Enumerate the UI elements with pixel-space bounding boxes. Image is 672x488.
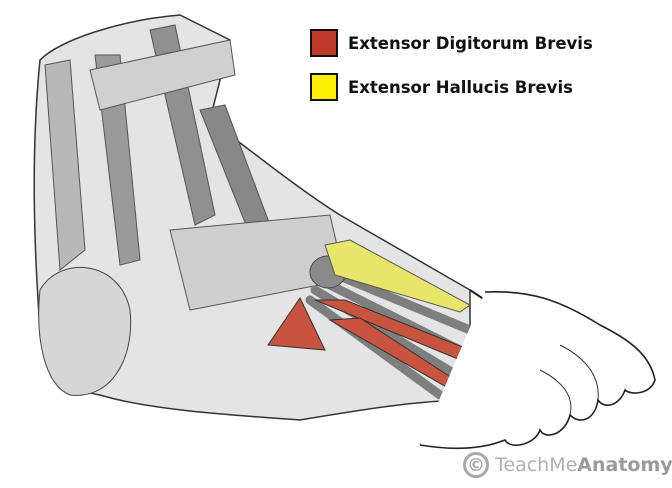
- copyright-icon: ©: [463, 452, 489, 478]
- toe-line: [539, 369, 572, 416]
- tendon: [305, 295, 445, 400]
- heel: [38, 267, 132, 396]
- foot-outline: [419, 290, 656, 450]
- legend-label: Extensor Digitorum Brevis: [348, 33, 593, 53]
- tendon: [320, 265, 475, 335]
- retinaculum: [89, 39, 236, 111]
- toe-line: [559, 344, 599, 401]
- achilles-tendon: [44, 59, 86, 271]
- watermark-text-1: TeachMe: [495, 454, 578, 476]
- legend-item-extensor-digitorum-brevis: Extensor Digitorum Brevis: [310, 29, 593, 57]
- legend-item-extensor-hallucis-brevis: Extensor Hallucis Brevis: [310, 73, 573, 101]
- legend-swatch-yellow: [310, 73, 338, 101]
- legend-swatch-red: [310, 29, 338, 57]
- watermark-text-2: Anatomy: [577, 454, 672, 476]
- watermark: © TeachMe Anatomy info: [463, 452, 672, 478]
- extensor-hallucis-brevis: [324, 239, 471, 313]
- extensor-digitorum-brevis: [267, 297, 326, 351]
- legend-label: Extensor Hallucis Brevis: [348, 77, 573, 97]
